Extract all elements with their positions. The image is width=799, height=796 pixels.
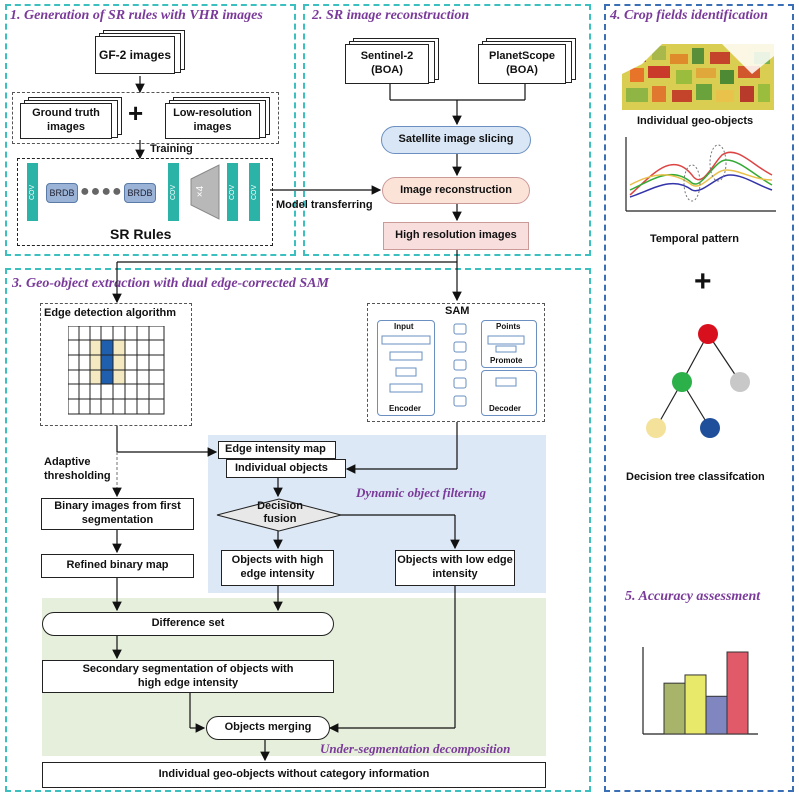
decision-fusion-text: Decision fusion (257, 500, 303, 526)
panel4-plus-sign: + (694, 265, 712, 298)
under-seg-label: Under-segmentation decomposition (320, 741, 511, 756)
sr-network (17, 158, 273, 246)
panel-sr-reconstruction (303, 4, 591, 256)
brdb-block-2: BRDB (124, 183, 156, 203)
low-res-images: Low-resolution images (165, 103, 260, 139)
decision-fusion-label: Decision fusion (257, 500, 303, 526)
sam-decoder-label: Decoder (489, 404, 522, 413)
accuracy-bar (684, 674, 707, 735)
refined-binary-map: Refined binary map (41, 554, 194, 578)
sam-encoder (377, 320, 435, 416)
crop-field-map (622, 44, 774, 110)
planetscope-stack: PlanetScope (BOA) (478, 38, 576, 84)
panel-3-title: 3. Geo-object extraction with dual edge-… (12, 276, 329, 291)
plus-sign: + (128, 98, 144, 128)
panel-5-title: 5. Accuracy assessment (625, 589, 761, 604)
temporal-pattern-plot (625, 137, 776, 212)
cov-block-1: COV (27, 163, 38, 221)
panel-geo-object (5, 268, 591, 792)
training-label: Training (150, 143, 193, 155)
panel-sr-rules (5, 4, 296, 256)
accuracy-bar (705, 695, 728, 735)
sr-rules-label: SR Rules (110, 226, 172, 242)
sam-input-label: Input (394, 322, 414, 331)
secondary-segmentation: Secondary segmentation of objects with h… (42, 660, 334, 693)
panel-4-title: 4. Crop fields identification (610, 8, 768, 23)
upsample-trapezoid (190, 164, 220, 220)
low-res-stack: Low-resolution images (165, 97, 270, 139)
sentinel-stack: Sentinel-2 (BOA) (345, 38, 439, 84)
sam-points-box (481, 320, 537, 368)
individual-objects: Individual objects (226, 459, 346, 478)
dynamic-filter-label: Dynamic object filtering (356, 485, 486, 500)
final-geo-objects: Individual geo-objects without category … (42, 762, 546, 788)
training-group (12, 92, 279, 144)
panel-1-title: 1. Generation of SR rules with VHR image… (10, 8, 263, 23)
ground-truth-images: Ground truth images (20, 103, 112, 139)
ground-truth-stack: Ground truth images (20, 97, 122, 139)
temporal-pattern-label: Temporal pattern (650, 233, 740, 245)
adaptive-text: Adaptive thresholding (44, 456, 111, 483)
objects-high-edge: Objects with high edge intensity (221, 550, 334, 586)
image-reconstruction: Image reconstruction (382, 177, 530, 204)
objects-merging: Objects merging (206, 716, 330, 740)
sam-decoder-box (481, 370, 537, 416)
binary-first-seg: Binary images from first segmentation (41, 498, 194, 530)
sam-points-cells (487, 335, 525, 353)
cov-block-2: COV (168, 163, 179, 221)
sam-encoder-cells (381, 335, 431, 393)
decision-fusion-diamond (216, 498, 342, 532)
sam-label: SAM (445, 305, 470, 317)
accuracy-bar (663, 682, 686, 735)
individual-geo-objects-label: Individual geo-objects (637, 115, 754, 127)
sentinel-2-boa: Sentinel-2 (BOA) (345, 44, 429, 84)
sam-encoder-label: Encoder (389, 404, 422, 413)
gf2-stack: GF-2 images (95, 30, 185, 74)
accuracy-bar (726, 651, 749, 735)
high-res-images: High resolution images (383, 222, 529, 250)
objects-low-edge: Objects with low edge intensity (395, 550, 515, 586)
sam-promote-label: Promote (490, 356, 523, 365)
decision-tree-label: Decision tree classifcation (626, 471, 765, 483)
sam-middle-cells (453, 323, 467, 407)
edge-grid (68, 326, 165, 415)
decision-tree-graphic (646, 324, 750, 438)
sam-points-label: Points (496, 322, 521, 331)
edge-detection-label: Edge detection algorithm (44, 307, 177, 319)
cov-block-4: COV (249, 163, 260, 221)
sam-decoder-cells (495, 377, 517, 387)
panel-crop-fields (604, 4, 794, 792)
gf2-images: GF-2 images (95, 36, 175, 74)
x4-label: ×4 (195, 185, 207, 198)
planetscope-boa: PlanetScope (BOA) (478, 44, 566, 84)
cov-block-3: COV (227, 163, 238, 221)
brdb-block-1: BRDB (46, 183, 78, 203)
model-transferring-label: Model transferring (276, 199, 373, 211)
adaptive-thresholding-label: Adaptive thresholding (44, 455, 124, 484)
satellite-slicing: Satellite image slicing (381, 126, 531, 154)
ellipsis-dots: ●●●●● (80, 183, 134, 200)
difference-set: Difference set (42, 612, 334, 636)
edge-intensity-map: Edge intensity map (218, 441, 336, 459)
accuracy-bar-chart (642, 647, 758, 735)
panel-2-title: 2. SR image reconstruction (312, 8, 470, 23)
